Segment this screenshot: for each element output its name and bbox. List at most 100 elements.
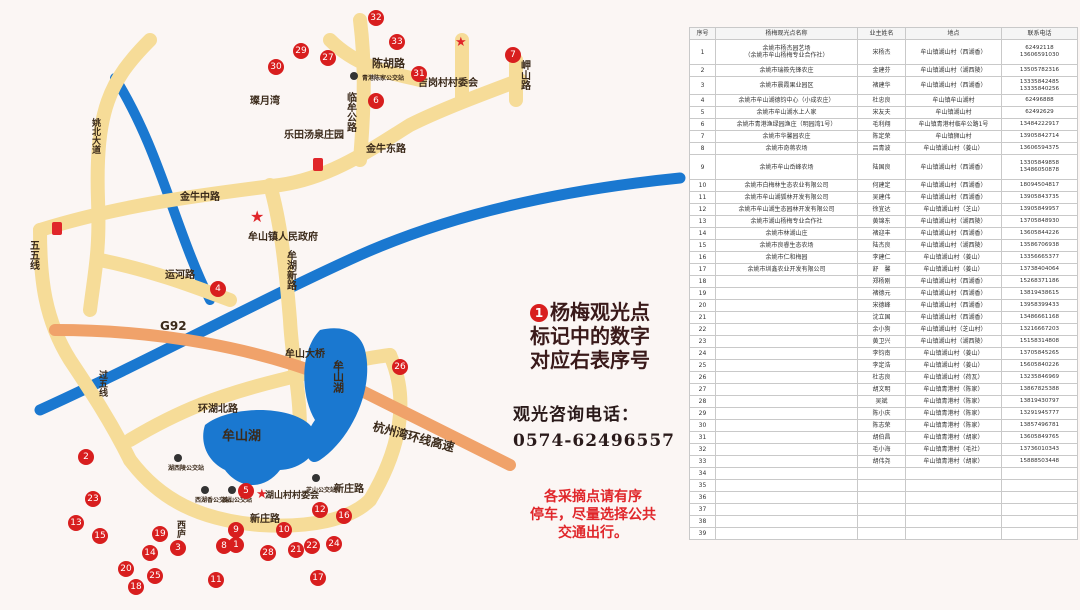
- cell-location: 牟山镇湖山村（姜山）: [905, 251, 1002, 264]
- cell-phone-line: 13586706938: [1019, 242, 1060, 248]
- label-g92: G92: [160, 319, 187, 333]
- cell-phone: 13857496781: [1001, 419, 1078, 432]
- label-moushan-lake: 牟山湖: [222, 428, 261, 444]
- lake-south: [203, 410, 317, 485]
- wuwu-road: [33, 223, 137, 467]
- cell-location: [905, 527, 1002, 540]
- cell-phone-line: 13705845265: [1019, 350, 1060, 356]
- cell-phone-line: 13705848930: [1019, 218, 1060, 224]
- marker-23-icon: [85, 491, 101, 507]
- marker-7-icon: [505, 47, 521, 63]
- cell-phone-line: 13486050878: [1019, 167, 1060, 173]
- cell-owner: 郑杨刚: [857, 275, 906, 288]
- cell-location: 牟山镇青港村（陈家）: [905, 395, 1002, 408]
- cell-name: 余姚市牟山湖水上人家: [715, 106, 858, 119]
- marker-16-label: 16: [338, 511, 350, 521]
- marker-19-icon: [152, 526, 168, 542]
- cell-phone-line: 13819430797: [1019, 398, 1060, 404]
- cell-phone: 18094504817: [1001, 179, 1078, 192]
- cell-name-line: 余姚市牟山湖德钧中心（小成农庄）: [738, 97, 835, 104]
- tourist-map: ★ ★ ★ 陈胡路 青港陈家公交站 临牟公路 吉岗村村委会 岬山路 璨月湾 乐田…: [27, 10, 686, 595]
- cell-phone: 13905843735: [1001, 191, 1078, 204]
- cell-phone-line: 15268371186: [1019, 278, 1060, 284]
- cell-phone-line: 62492118: [1025, 45, 1054, 51]
- cell-owner: 陈志荣: [857, 419, 906, 432]
- marker-26-label: 26: [394, 362, 406, 372]
- cell-phone: 13235846969: [1001, 371, 1078, 384]
- cell-no: 14: [689, 227, 716, 240]
- cell-phone: 13705848930: [1001, 215, 1078, 228]
- notice: 各采摘点请有序 停车，尽量选择公共 交通出行。: [513, 488, 673, 542]
- label-guowu: 过五线: [97, 369, 108, 398]
- cell-no: 19: [689, 287, 716, 300]
- marker-13-icon: [68, 515, 84, 531]
- marker-28-label: 28: [262, 548, 274, 558]
- marker-2-label: 2: [83, 452, 89, 462]
- cell-name: [715, 371, 858, 384]
- hotline-number: 0574-62496557: [513, 431, 675, 451]
- cell-phone-line: 13486661168: [1019, 314, 1060, 320]
- cell-name: [715, 467, 858, 480]
- cell-location: 牟山镇湖山村（西湖香）: [905, 39, 1002, 65]
- table-row: 35: [689, 479, 1078, 492]
- cell-phone: [1001, 479, 1078, 492]
- cell-location: 牟山镇湖山村（西湖香）: [905, 191, 1002, 204]
- marker-15-icon: [92, 528, 108, 544]
- marker-4-label: 4: [215, 284, 221, 294]
- label-canyue: 璨月湾: [250, 94, 280, 107]
- marker-1-label: 1: [233, 540, 239, 550]
- cell-phone-line: 18094504817: [1019, 182, 1060, 188]
- marker-32-icon: [368, 10, 384, 26]
- cell-name-line: 余姚市华馨园农庄: [762, 133, 811, 140]
- marker-27-icon: [320, 50, 336, 66]
- cell-name: 余姚市牟山岙峰农场: [715, 154, 858, 180]
- marker-3-icon: [170, 540, 186, 556]
- col-header-no: 序号: [689, 27, 716, 40]
- cell-location: 牟山镇湖山村（荷瓦）: [905, 371, 1002, 384]
- marker-22-label: 22: [306, 541, 317, 551]
- col-header-name: 杨梅观光点名称: [715, 27, 858, 40]
- cell-no: 32: [689, 443, 716, 456]
- label-xihu: 西湖香公交站: [195, 496, 231, 504]
- cell-no: 20: [689, 299, 716, 312]
- marker-23-label: 23: [87, 494, 98, 504]
- cell-no: 8: [689, 142, 716, 155]
- label-huanhu-n: 环湖北路: [198, 402, 239, 415]
- marker-27-label: 27: [322, 53, 333, 63]
- cell-name: 余姚市牟山湖狐林开发有限公司: [715, 191, 858, 204]
- cell-phone-line: 13736010343: [1019, 446, 1060, 452]
- marker-30-icon: [268, 59, 284, 75]
- cell-no: 12: [689, 203, 716, 216]
- marker-29-icon: [293, 43, 309, 59]
- cell-location: 牟山镇湖山村（芝山）: [905, 203, 1002, 216]
- cell-phone: 13505782316: [1001, 64, 1078, 77]
- cell-phone: 13705845265: [1001, 347, 1078, 360]
- bus-stop-icon: [350, 72, 358, 80]
- cell-no: 13: [689, 215, 716, 228]
- cell-no: 5: [689, 106, 716, 119]
- notice-line-2: 停车，尽量选择公共: [530, 507, 656, 523]
- cell-no: 21: [689, 311, 716, 324]
- cell-location: 牟山镇湖山村（西湖香）: [905, 76, 1002, 95]
- cell-name: 余姚市奇蒋农场: [715, 142, 858, 155]
- label-yaobei: 姚北大道: [90, 117, 102, 155]
- cell-owner: 褚建华: [857, 76, 906, 95]
- cell-phone-line: 13857496781: [1019, 422, 1060, 428]
- cell-name-line: 余姚市林湖山庄: [765, 230, 808, 237]
- cell-phone: 13484222917: [1001, 118, 1078, 131]
- label-jinniu-mid: 金牛中路: [179, 190, 221, 203]
- marker-33-icon: [389, 34, 405, 50]
- cell-owner: 陆杰良: [857, 239, 906, 252]
- marker-18-label: 18: [130, 582, 142, 592]
- cell-location: 牟山镇牟山湖村: [905, 94, 1002, 107]
